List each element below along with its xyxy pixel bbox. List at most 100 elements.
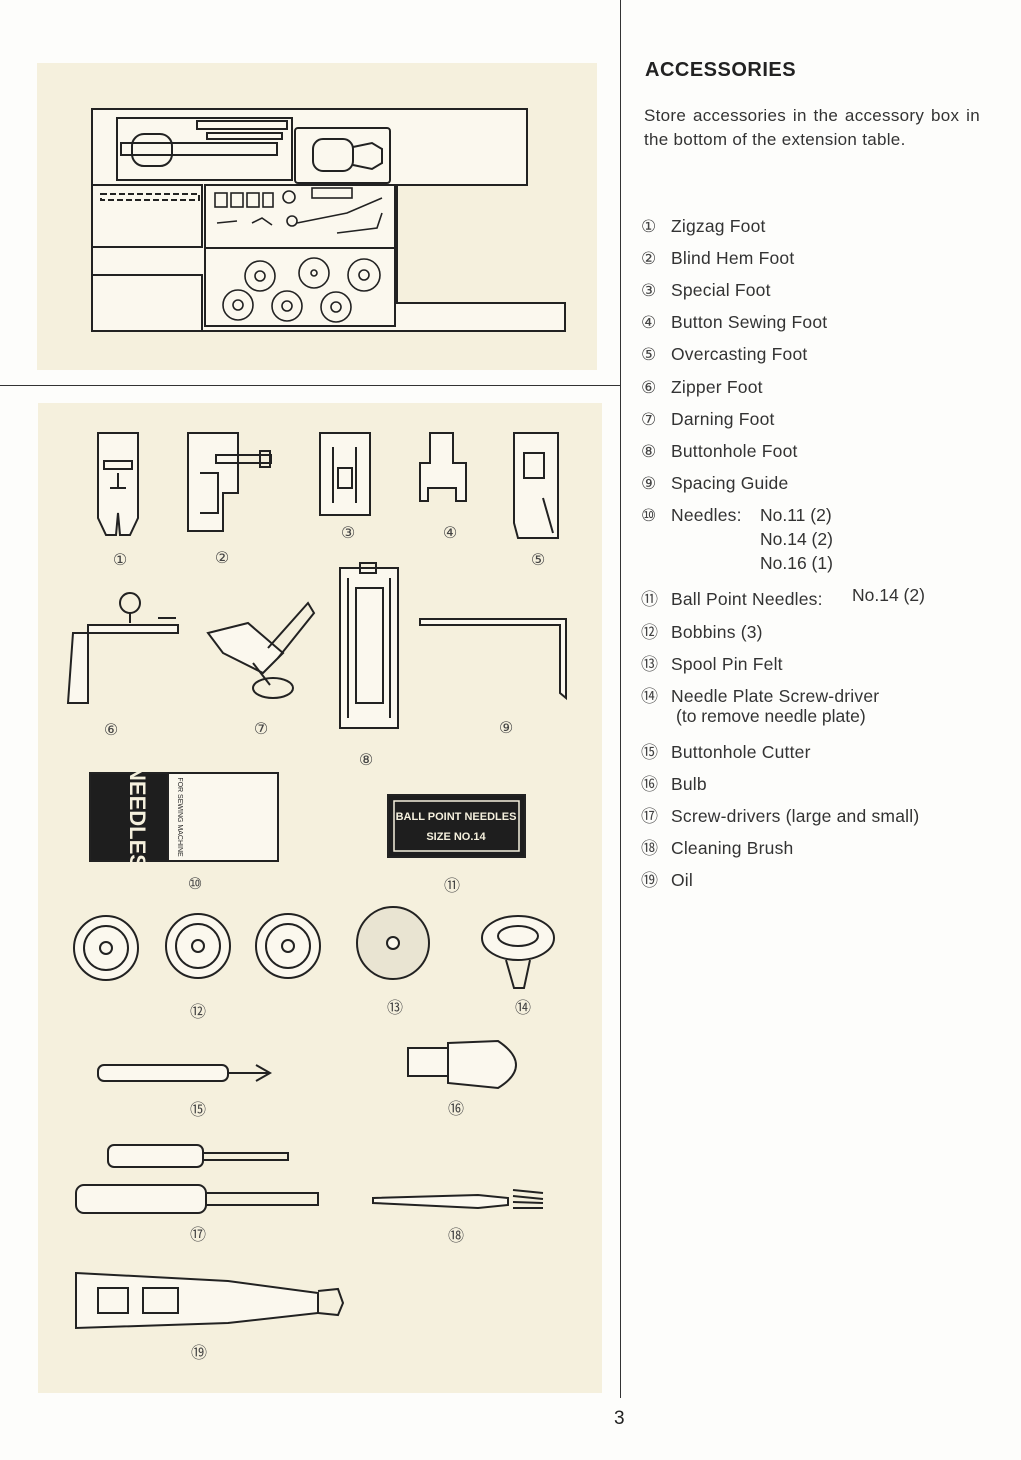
item-label: Buttonhole Cutter [671, 742, 811, 762]
list-item: ⑱ Cleaning Brush [641, 834, 793, 859]
figure-label-15: ⑮ [190, 1100, 206, 1119]
section-heading: ACCESSORIES [645, 59, 797, 81]
item-number: ⑦ [641, 410, 657, 430]
figure-label-1: ① [113, 550, 127, 569]
item-label: Buttonhole Foot [671, 441, 798, 461]
overcasting-foot-drawing [513, 432, 559, 539]
page-number: 3 [614, 1408, 625, 1429]
cleaning-brush-drawing [372, 1189, 544, 1210]
item-number: ② [641, 249, 657, 269]
figure-label-4: ④ [443, 523, 457, 542]
figure-label-2: ② [215, 548, 229, 567]
figure-label-18: ⑱ [448, 1226, 464, 1245]
item-label: Bobbins (3) [671, 622, 763, 642]
item-number: ⑰ [641, 807, 659, 827]
buttonhole-foot-drawing [339, 562, 399, 729]
item-continuation: (to remove needle plate) [676, 706, 866, 726]
ballpoint-needles-pack-drawing [387, 794, 526, 858]
item-number: ⑭ [641, 687, 659, 707]
ballpoint-size-14: No.14 (2) [852, 585, 925, 605]
figure-label-19: ⑲ [191, 1343, 207, 1362]
item-number: ⑯ [641, 775, 659, 795]
figure-label-16: ⑯ [448, 1099, 464, 1118]
item-label: Zipper Foot [671, 377, 763, 397]
item-number: ⑫ [641, 623, 659, 643]
accessory-box-illustration [91, 108, 566, 332]
item-label: Button Sewing Foot [671, 312, 828, 332]
list-item: ⑮ Buttonhole Cutter [641, 738, 811, 763]
figure-label-11: ⑪ [444, 876, 460, 895]
needles-pack-drawing [89, 772, 279, 862]
figure-label-8: ⑧ [359, 750, 373, 769]
item-label: Spacing Guide [671, 473, 789, 493]
item-number: ⑱ [641, 839, 659, 859]
needle-pack-subtitle: FOR SEWING MACHINE [176, 777, 183, 857]
item-number: ⑮ [641, 743, 659, 763]
list-item: ⑭ Needle Plate Screw-driver [641, 682, 879, 707]
item-number: ⑨ [641, 474, 657, 494]
item-number: ⑧ [641, 442, 657, 462]
zigzag-foot-drawing [97, 432, 139, 536]
ballpoint-pack-line1: BALL POINT NEEDLES [396, 811, 517, 823]
list-item: ① Zigzag Foot [641, 216, 766, 237]
spacing-guide-drawing [419, 618, 567, 701]
list-item: ⑫ Bobbins (3) [641, 618, 763, 643]
special-foot-drawing [319, 432, 371, 516]
needle-plate-screwdriver-drawing [481, 915, 555, 989]
figure-label-14: ⑭ [515, 998, 531, 1017]
item-label: Ball Point Needles: [671, 589, 823, 609]
figure-label-12: ⑫ [190, 1002, 206, 1021]
item-label: Zigzag Foot [671, 216, 766, 236]
item-number: ④ [641, 313, 657, 333]
list-item: ⑦ Darning Foot [641, 409, 775, 430]
figure-label-5: ⑤ [531, 550, 545, 569]
screwdrivers-drawing [75, 1144, 319, 1214]
list-item: ⑩ Needles: [641, 505, 742, 526]
ballpoint-pack-line2: SIZE NO.14 [426, 831, 486, 843]
button-sewing-foot-drawing [419, 432, 467, 502]
list-item: ⑤ Overcasting Foot [641, 344, 807, 365]
list-item: ⑧ Buttonhole Foot [641, 441, 798, 462]
needle-size-16: No.16 (1) [760, 553, 833, 573]
darning-foot-drawing [206, 601, 316, 699]
spool-pin-felt-drawing [356, 906, 430, 980]
item-number: ⑤ [641, 345, 657, 365]
list-item: ⑥ Zipper Foot [641, 377, 763, 398]
bulb-drawing [407, 1039, 518, 1090]
item-label: Needle Plate Screw-driver [671, 686, 880, 706]
figure-label-17: ⑰ [190, 1225, 206, 1244]
figure-label-7: ⑦ [254, 719, 268, 738]
item-label: Spool Pin Felt [671, 654, 783, 674]
list-item: ⑨ Spacing Guide [641, 473, 788, 494]
figure-label-3: ③ [341, 523, 355, 542]
figure-label-9: ⑨ [499, 718, 513, 737]
figure-label-6: ⑥ [104, 720, 118, 739]
needle-pack-brand: NEEDLES [125, 765, 150, 869]
figure-label-10: ⑩ [188, 874, 202, 893]
item-number: ① [641, 217, 657, 237]
item-number: ⑥ [641, 378, 657, 398]
item-number: ⑩ [641, 506, 657, 526]
intro-paragraph: Store accessories in the accessory box i… [644, 106, 980, 149]
zipper-foot-drawing [66, 592, 179, 704]
needle-size-14: No.14 (2) [760, 529, 833, 549]
needle-size-11: No.11 (2) [760, 505, 832, 525]
column-divider [620, 0, 621, 1398]
item-label: Blind Hem Foot [671, 248, 795, 268]
accessory-box-figure [37, 63, 597, 370]
item-label: Darning Foot [671, 409, 775, 429]
item-label: Needles: [671, 505, 742, 525]
figure-label-13: ⑬ [387, 998, 403, 1017]
list-item: ② Blind Hem Foot [641, 248, 794, 269]
oil-bottle-drawing [75, 1271, 345, 1330]
blind-hem-foot-drawing [187, 432, 272, 532]
buttonhole-cutter-drawing [97, 1064, 273, 1082]
item-label: Cleaning Brush [671, 838, 794, 858]
list-item: ④ Button Sewing Foot [641, 312, 827, 333]
item-label: Overcasting Foot [671, 344, 808, 364]
